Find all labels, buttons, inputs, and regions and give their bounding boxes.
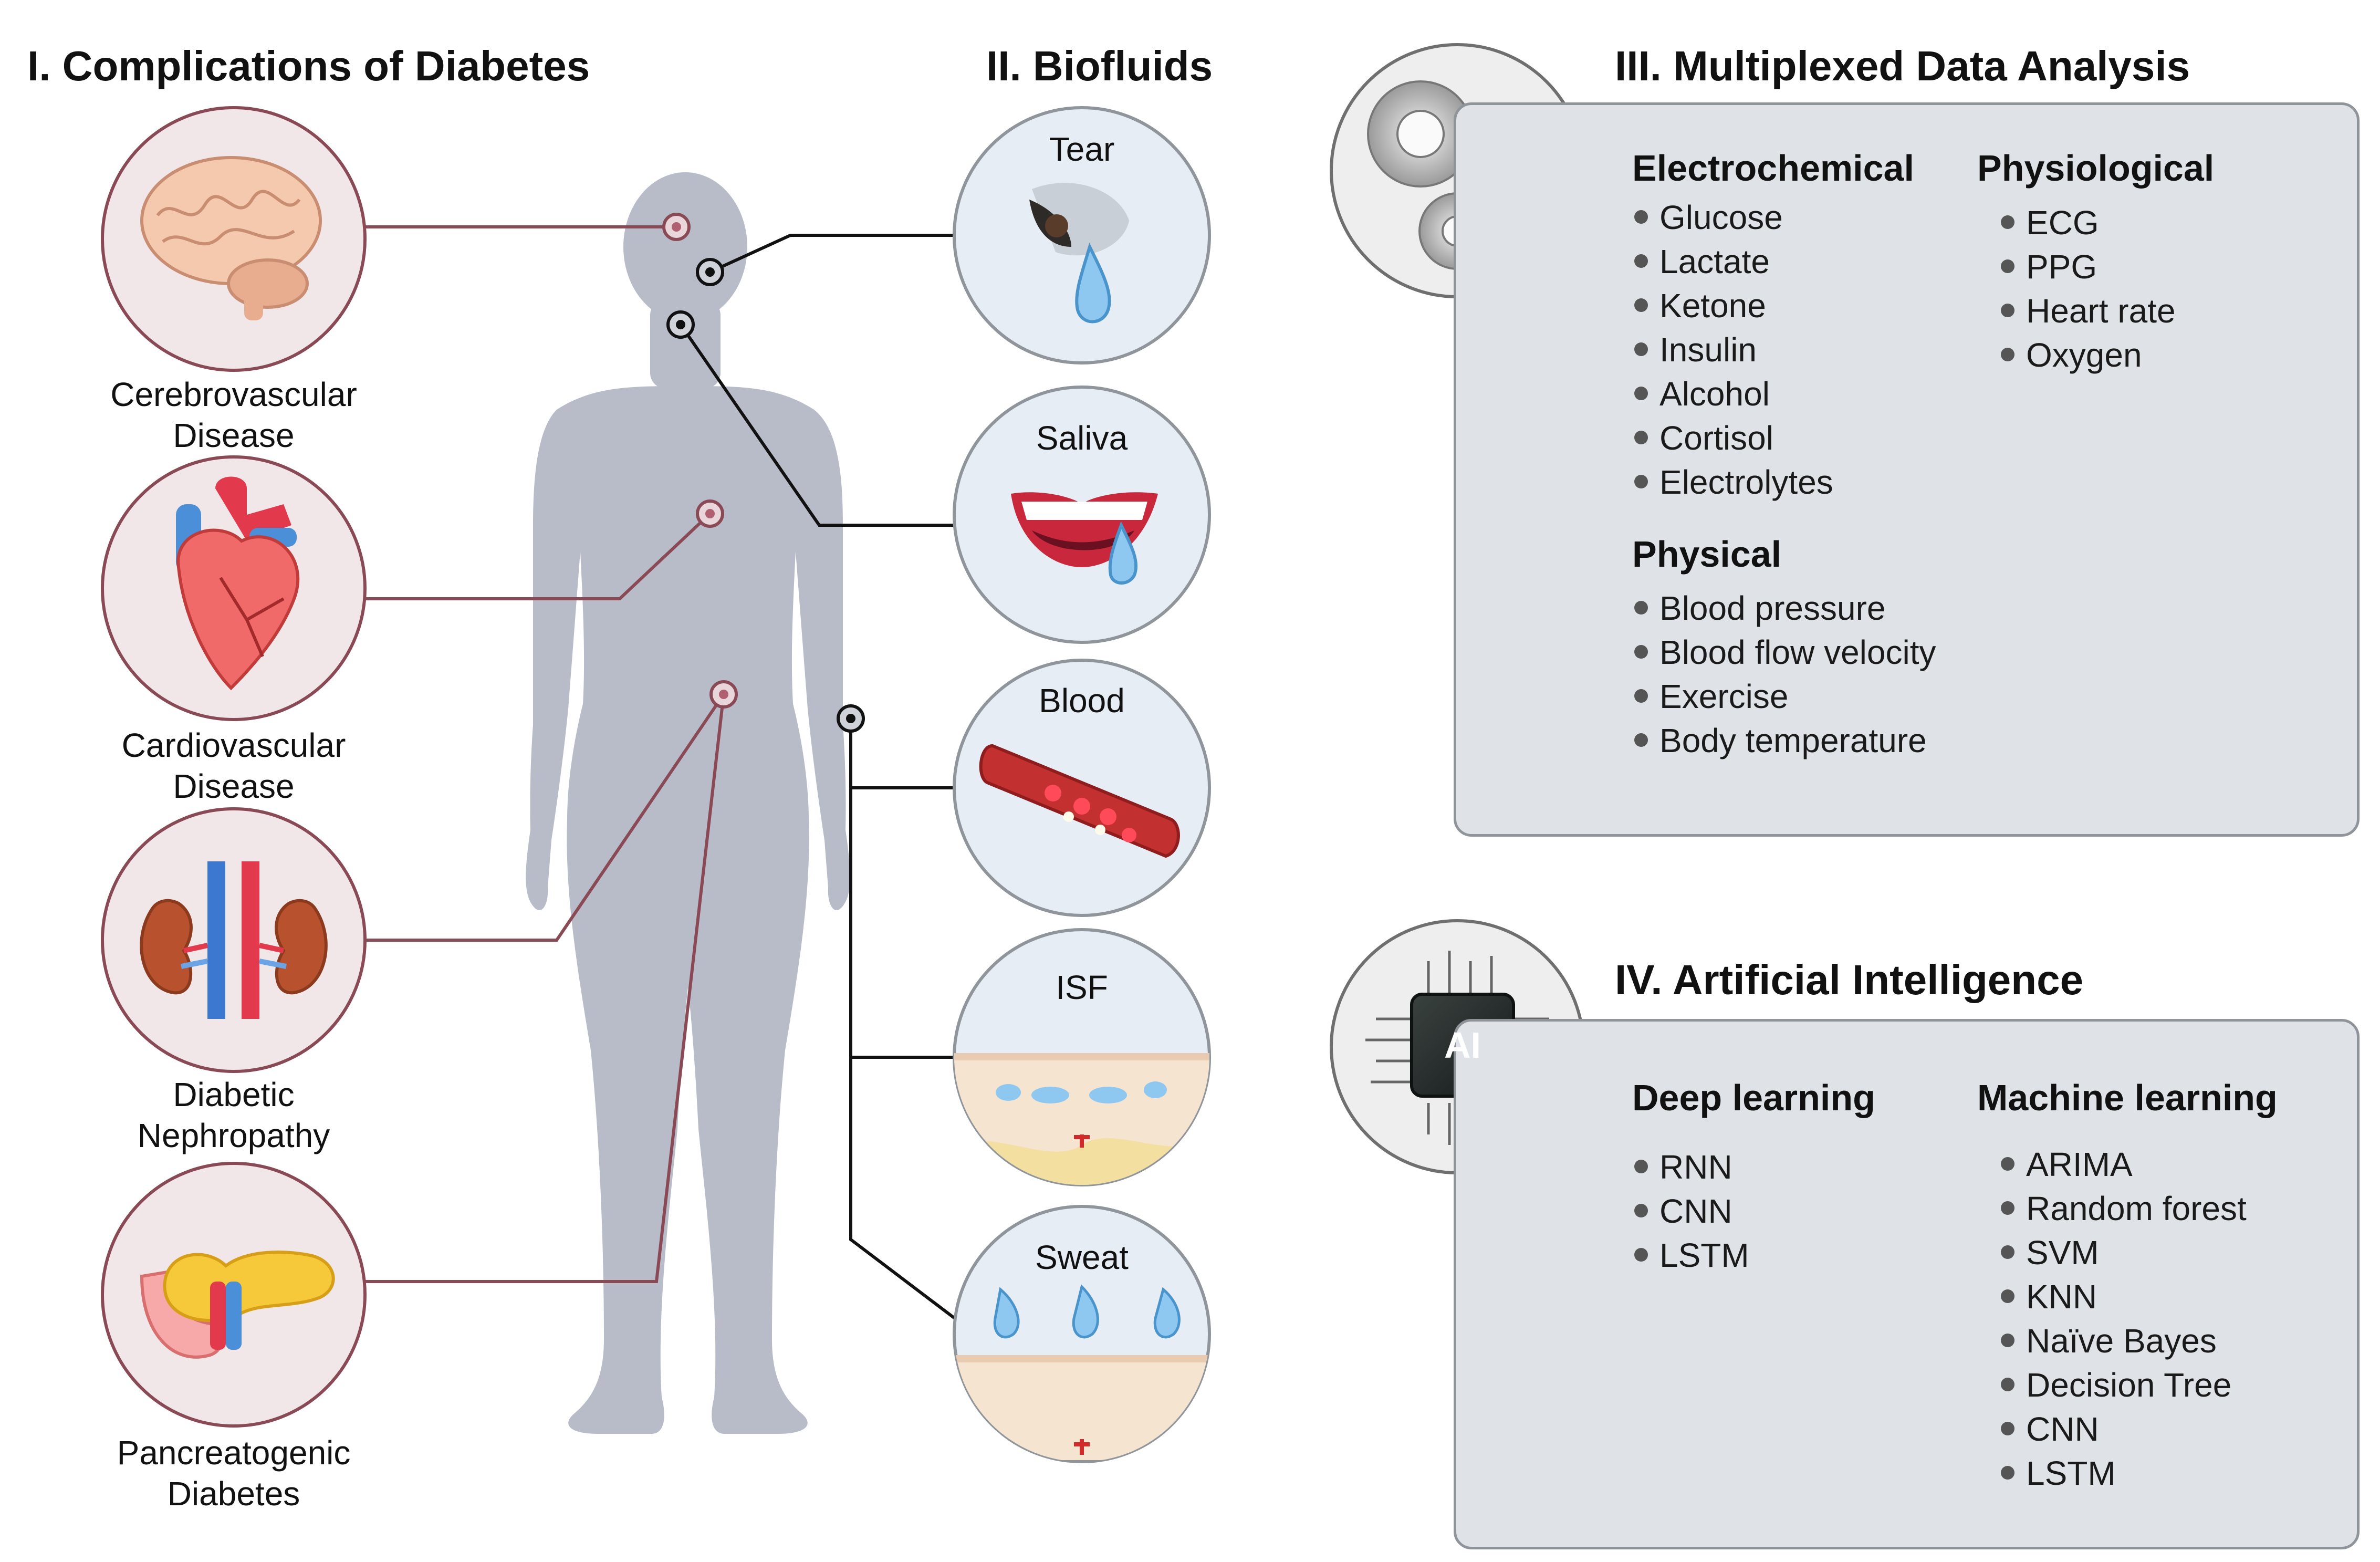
- list-item: Lactate: [1634, 239, 1833, 284]
- list-item: LSTM: [2001, 1451, 2247, 1495]
- physiological-list: ECG PPG Heart rate Oxygen: [2001, 201, 2176, 377]
- biofluid-label-saliva: Saliva: [1036, 419, 1128, 457]
- pancreas-icon: [101, 1162, 367, 1428]
- list-item: SVM: [2001, 1231, 2247, 1275]
- list-item: KNN: [2001, 1275, 2247, 1319]
- ai-heading: IV. Artificial Intelligence: [1615, 956, 2084, 1003]
- complication-points: [662, 213, 738, 709]
- deep-learning-title: Deep learning: [1632, 1077, 1875, 1118]
- list-item: CNN: [2001, 1407, 2247, 1451]
- list-item: Body temperature: [1634, 718, 1936, 763]
- electrochemical-title: Electrochemical: [1632, 148, 1914, 189]
- list-item: Ketone: [1634, 284, 1833, 328]
- complication-caption-nephropathy: Diabetic Nephropathy: [87, 1074, 381, 1156]
- connector-sweat: [849, 1057, 956, 1320]
- data-analysis-panel: [1454, 102, 2360, 837]
- list-item: Random forest: [2001, 1186, 2247, 1231]
- biofluid-label-sweat: Sweat: [1035, 1238, 1129, 1276]
- biofluid-points: [666, 258, 865, 733]
- caption-line: Cerebrovascular: [110, 376, 357, 413]
- complication-caption-cardiovascular: Cardiovascular Disease: [87, 725, 381, 807]
- list-item: LSTM: [1634, 1233, 1749, 1277]
- list-item: Blood flow velocity: [1634, 630, 1936, 674]
- list-item: ARIMA: [2001, 1142, 2247, 1186]
- machine-learning-title: Machine learning: [1977, 1077, 2278, 1118]
- caption-line: Diabetes: [167, 1475, 300, 1513]
- ai-panel: [1454, 1019, 2360, 1549]
- biofluids-heading: II. Biofluids: [986, 43, 1213, 89]
- biofluid-connectors: [679, 234, 956, 1320]
- connector-tear: [709, 234, 955, 274]
- caption-line: Nephropathy: [137, 1117, 330, 1154]
- list-item: RNN: [1634, 1145, 1749, 1189]
- human-body-silhouette: [526, 172, 850, 1434]
- mouth-saliva-icon: [953, 386, 1211, 644]
- connector-kidney: [365, 693, 725, 942]
- caption-line: Pancreatogenic: [117, 1434, 351, 1472]
- physiological-title: Physiological: [1977, 148, 2215, 189]
- caption-line: Disease: [173, 416, 295, 454]
- kidney-icon: [101, 807, 367, 1073]
- brain-icon: [101, 106, 367, 372]
- ai-chip-label: AI: [1444, 1025, 1481, 1066]
- list-item: Alcohol: [1634, 372, 1833, 416]
- deep-learning-list: RNN CNN LSTM: [1634, 1145, 1749, 1277]
- complications-heading: I. Complications of Diabetes: [27, 43, 590, 89]
- connector-blood: [849, 718, 955, 789]
- biofluid-label-tear: Tear: [1049, 130, 1115, 168]
- blood-vessel-icon: [953, 659, 1211, 917]
- biofluid-label-blood: Blood: [1039, 682, 1125, 720]
- list-item: Exercise: [1634, 674, 1936, 718]
- eye-tear-icon: [953, 106, 1211, 365]
- list-item: PPG: [2001, 245, 2176, 289]
- complication-connectors: [365, 225, 725, 1283]
- connector-heart: [365, 512, 712, 600]
- list-item: CNN: [1634, 1189, 1749, 1233]
- list-item: Heart rate: [2001, 289, 2176, 333]
- biofluid-label-isf: ISF: [1056, 969, 1108, 1006]
- caption-line: Diabetic: [173, 1076, 295, 1113]
- physical-title: Physical: [1632, 534, 1782, 575]
- physical-list: Blood pressure Blood flow velocity Exerc…: [1634, 586, 1936, 763]
- list-item: Blood pressure: [1634, 586, 1936, 630]
- connector-isf: [849, 788, 955, 1059]
- list-item: Naïve Bayes: [2001, 1319, 2247, 1363]
- electrochemical-list: Glucose Lactate Ketone Insulin Alcohol C…: [1634, 195, 1833, 504]
- data-analysis-heading: III. Multiplexed Data Analysis: [1615, 43, 2190, 89]
- list-item: Glucose: [1634, 195, 1833, 239]
- list-item: Insulin: [1634, 328, 1833, 372]
- list-item: Cortisol: [1634, 416, 1833, 460]
- list-item: Electrolytes: [1634, 460, 1833, 504]
- caption-line: Cardiovascular: [121, 726, 346, 764]
- heart-icon: [101, 455, 367, 721]
- list-item: Oxygen: [2001, 333, 2176, 377]
- complication-caption-cerebrovascular: Cerebrovascular Disease: [87, 374, 381, 456]
- list-item: ECG: [2001, 201, 2176, 245]
- connector-saliva: [679, 324, 955, 527]
- caption-line: Disease: [173, 767, 295, 805]
- machine-learning-list: ARIMA Random forest SVM KNN Naïve Bayes …: [2001, 1142, 2247, 1495]
- list-item: Decision Tree: [2001, 1363, 2247, 1407]
- connector-pancreas: [365, 694, 725, 1283]
- complication-caption-pancreatogenic: Pancreatogenic Diabetes: [87, 1432, 381, 1514]
